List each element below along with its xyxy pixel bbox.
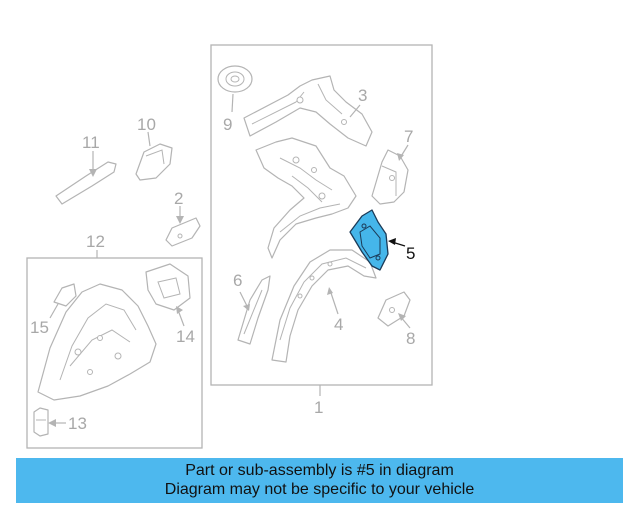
part-9-grommet [217, 65, 253, 93]
part-6-strip [237, 275, 271, 345]
leader-9 [231, 93, 234, 113]
leader-10 [147, 131, 151, 147]
part-3-rail [243, 75, 373, 147]
callout-10: 10 [137, 115, 156, 134]
part-14-bracket [145, 263, 191, 311]
part-inner-panel [255, 137, 357, 259]
assembly-frame-sub [26, 257, 203, 449]
assembly-frame-main [210, 44, 433, 386]
callout-13: 13 [68, 414, 87, 433]
callout-14: 14 [176, 327, 195, 346]
callout-8: 8 [406, 329, 415, 348]
callout-2: 2 [174, 189, 183, 208]
info-banner: Part or sub-assembly is #5 in diagram Di… [16, 458, 623, 503]
part-4-wheel-arch [271, 249, 377, 363]
part-2-plate [165, 217, 201, 247]
callout-7: 7 [404, 127, 413, 146]
part-8-bracket [377, 291, 411, 327]
callout-15: 15 [30, 318, 49, 337]
leader-3 [349, 104, 361, 118]
part-11-bar [55, 161, 117, 205]
callout-3: 3 [358, 86, 367, 105]
banner-line-2: Diagram may not be specific to your vehi… [164, 481, 475, 498]
part-5-highlighted[interactable] [349, 209, 389, 271]
part-15-clip [53, 283, 77, 307]
callout-11: 11 [82, 133, 100, 152]
leader-4 [329, 289, 339, 315]
part-10-block [135, 143, 173, 181]
callout-5[interactable]: 5 [406, 244, 415, 263]
leader-15 [49, 303, 59, 319]
callout-4: 4 [334, 315, 343, 334]
part-7-bracket [371, 149, 409, 205]
callout-9: 9 [223, 115, 232, 134]
callout-6: 6 [233, 271, 242, 290]
callout-12: 12 [86, 232, 105, 251]
part-13-clip [33, 407, 49, 437]
callout-1: 1 [314, 398, 323, 417]
part-12-wheelhouse [37, 283, 157, 401]
banner-line-1: Part or sub-assembly is #5 in diagram [185, 462, 454, 479]
